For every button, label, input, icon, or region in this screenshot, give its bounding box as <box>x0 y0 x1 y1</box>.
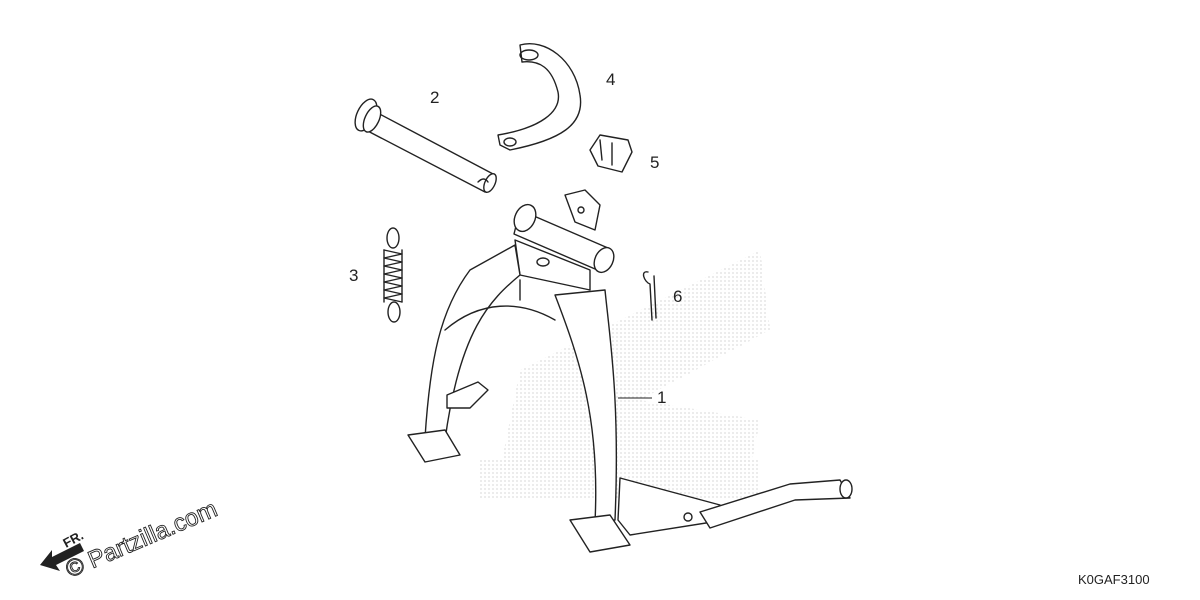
callout-4: 4 <box>606 70 615 89</box>
part-curved-bracket <box>497 43 582 151</box>
callout-1: 1 <box>657 388 666 407</box>
callout-6: 6 <box>673 287 682 306</box>
part-spring <box>383 227 403 323</box>
watermark-text: © Partzilla.com <box>62 495 221 583</box>
callout-3: 3 <box>349 266 358 285</box>
background-logo <box>480 250 770 500</box>
drawing-code: K0GAF3100 <box>1078 572 1150 587</box>
part-clip <box>589 134 633 173</box>
part-pivot-pin <box>354 98 497 194</box>
front-direction-arrow: FR. <box>40 528 86 571</box>
part-main-stand <box>407 189 853 553</box>
callout-2: 2 <box>430 88 439 107</box>
part-cotter-pin <box>642 271 657 321</box>
callout-5: 5 <box>650 153 659 172</box>
